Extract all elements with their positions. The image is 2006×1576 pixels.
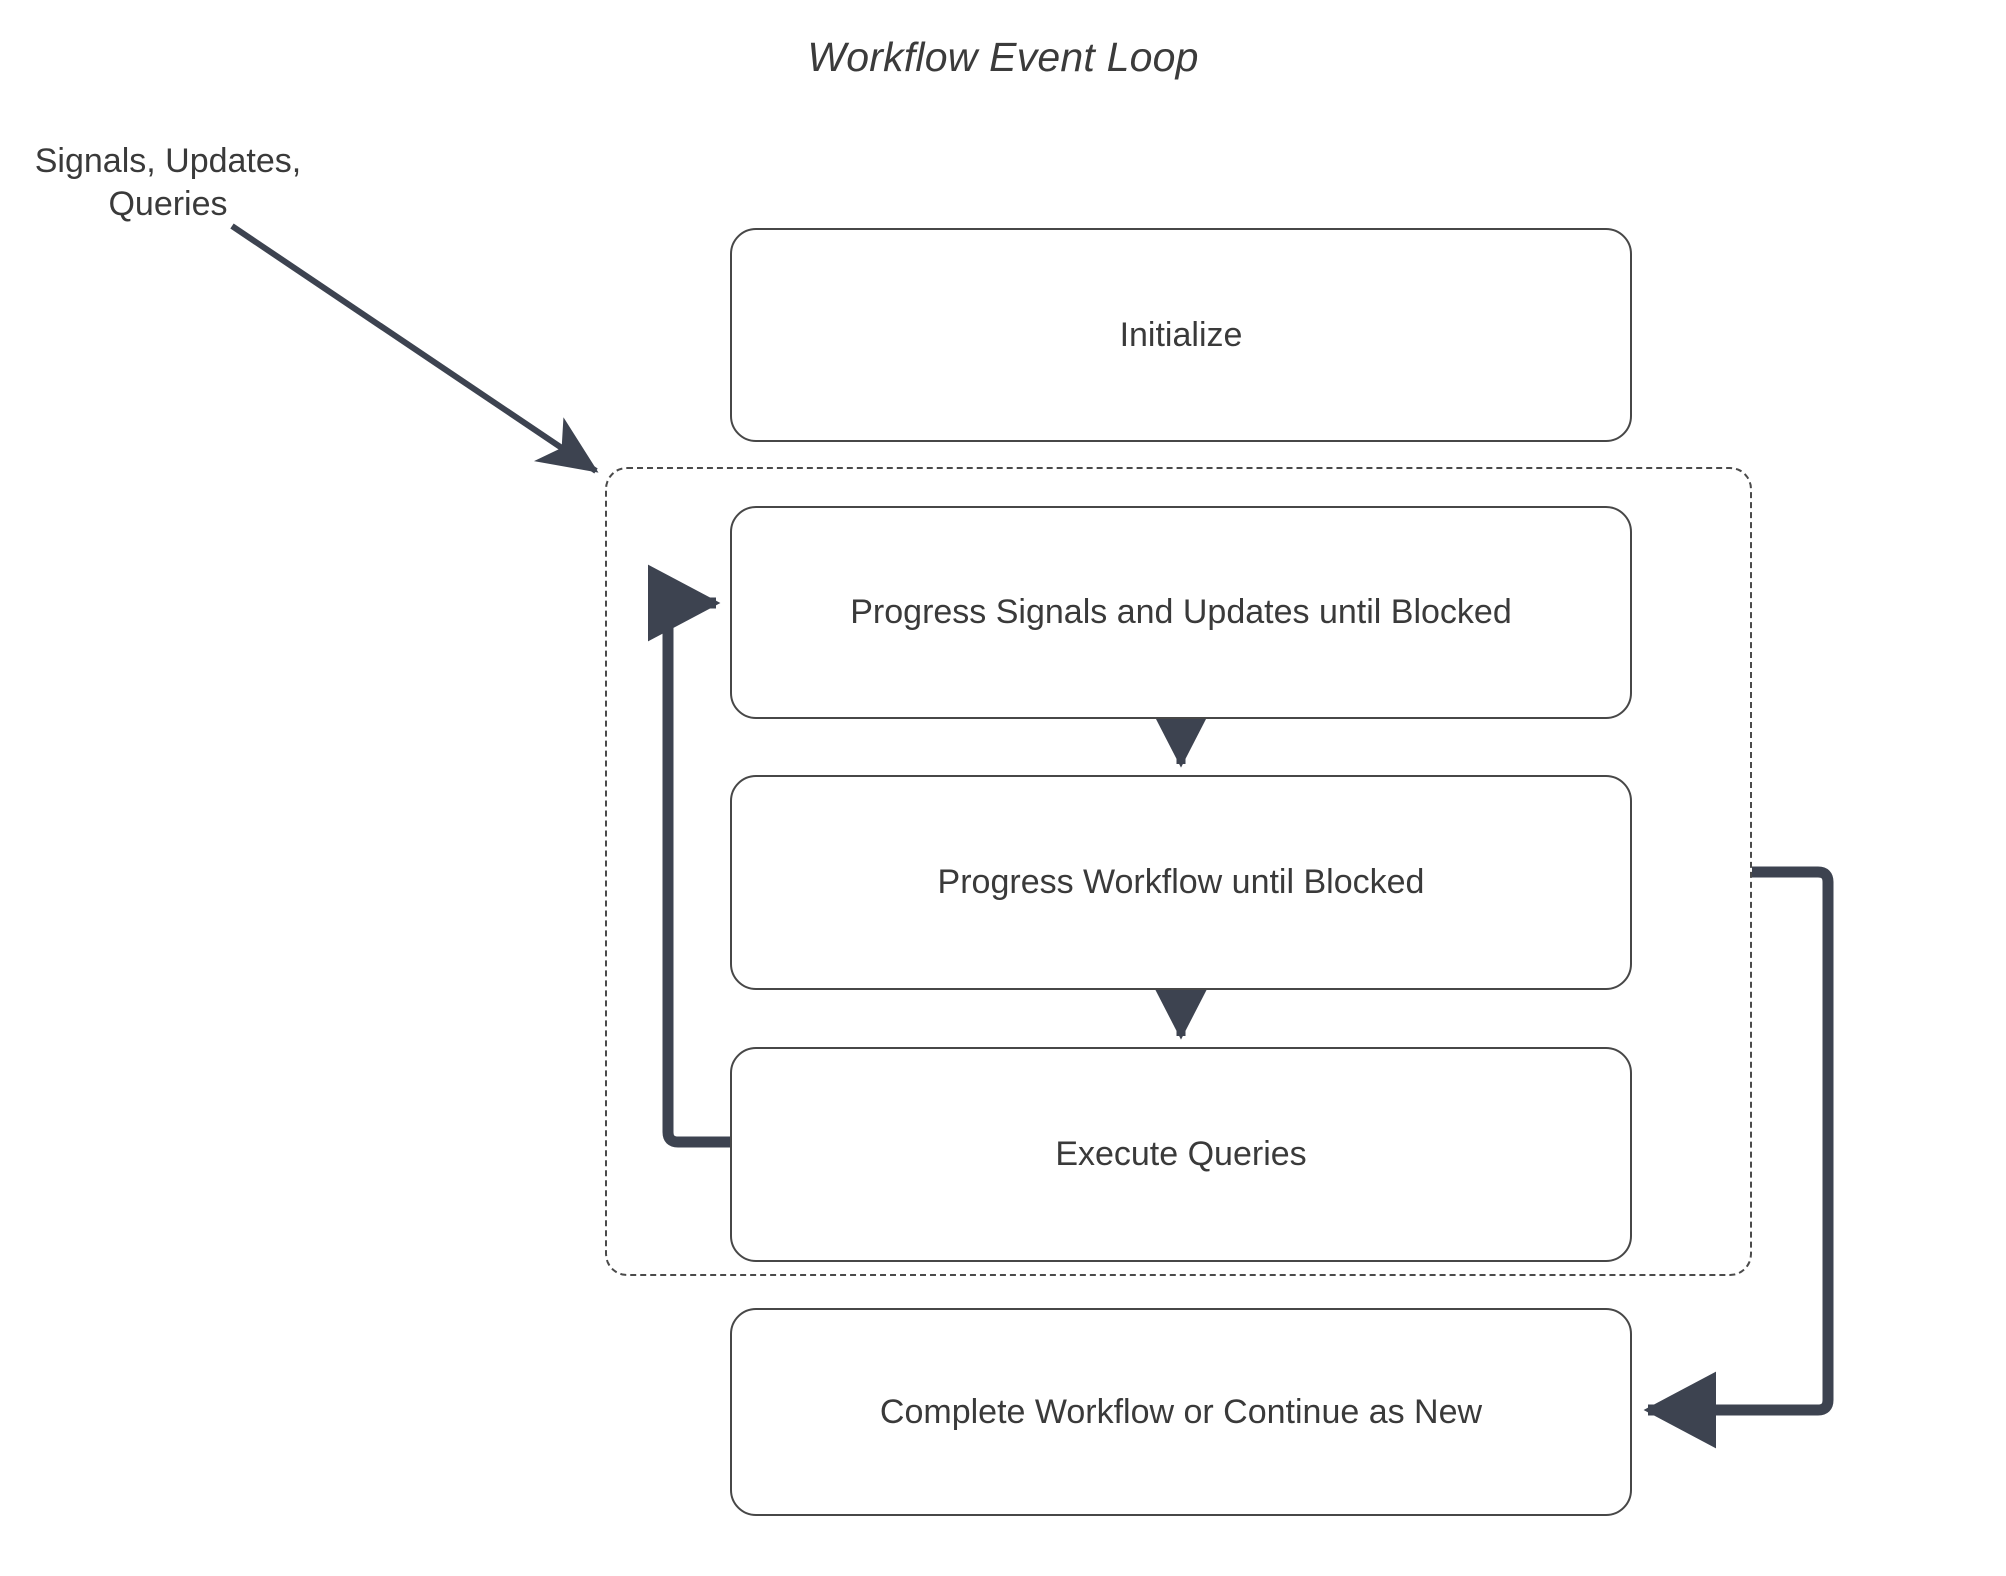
node-execute-queries-label: Execute Queries bbox=[1055, 1135, 1307, 1173]
external-input-label-line2: Queries bbox=[108, 184, 228, 223]
node-initialize-label: Initialize bbox=[1119, 315, 1243, 354]
node-initialize[interactable]: Initialize bbox=[730, 228, 1632, 442]
page-title: Workflow Event Loop bbox=[807, 34, 1199, 80]
external-input-label-line1: Signals, Updates, bbox=[34, 142, 302, 180]
node-progress-signals-label: Progress Signals and Updates until Block… bbox=[850, 593, 1512, 631]
node-complete-workflow-label: Complete Workflow or Continue as New bbox=[879, 1392, 1483, 1431]
edge-signals-to-loop bbox=[230, 223, 599, 474]
node-progress-signals[interactable]: Progress Signals and Updates until Block… bbox=[730, 506, 1632, 719]
node-execute-queries[interactable]: Execute Queries bbox=[730, 1047, 1632, 1262]
node-complete-workflow[interactable]: Complete Workflow or Continue as New bbox=[730, 1308, 1632, 1516]
node-progress-workflow[interactable]: Progress Workflow until Blocked bbox=[730, 775, 1632, 990]
node-progress-workflow-label: Progress Workflow until Blocked bbox=[937, 863, 1425, 901]
external-input-label: Signals, Updates, Queries bbox=[18, 140, 318, 226]
